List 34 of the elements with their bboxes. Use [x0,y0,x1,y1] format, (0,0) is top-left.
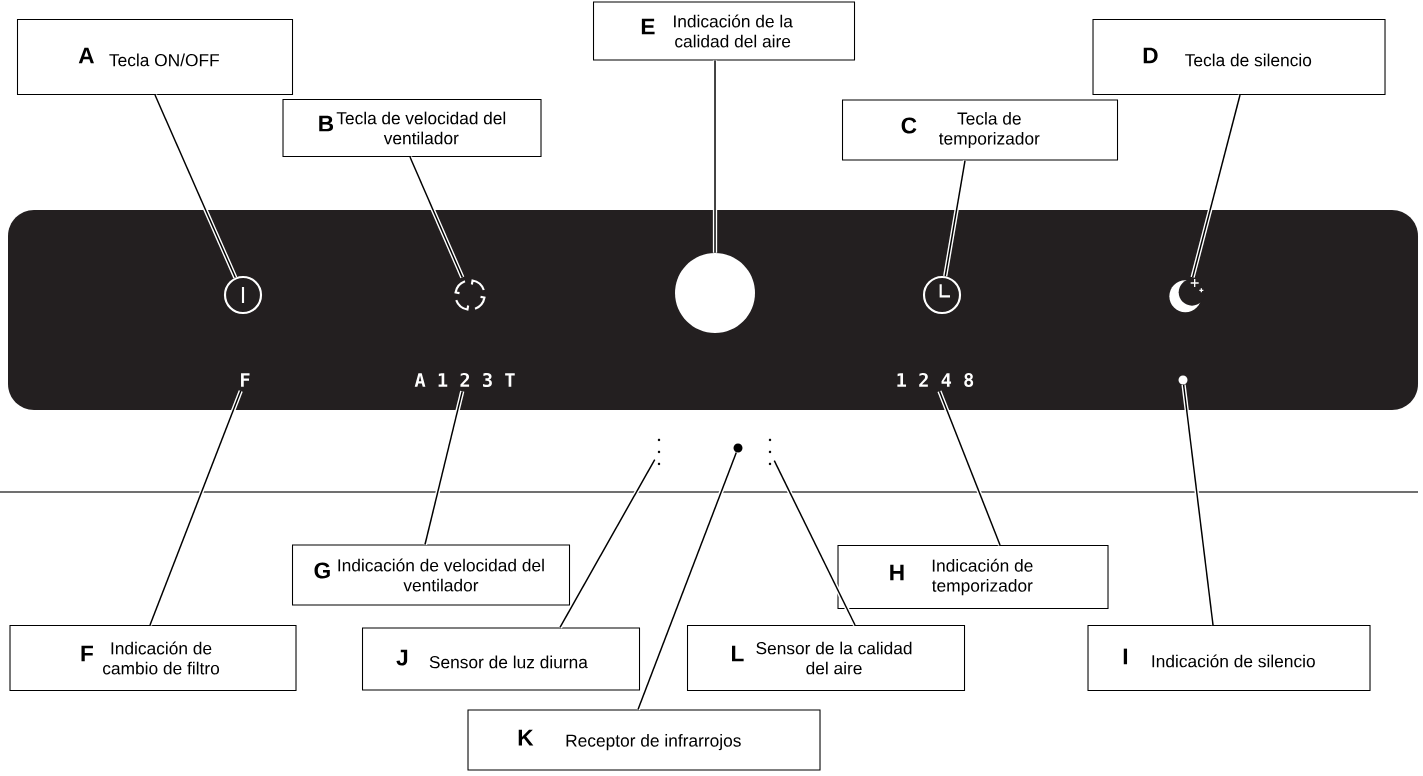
callout-box: H Indicación de temporizador [837,544,1109,610]
leader-line [772,459,857,626]
callout-box: C Tecla de temporizador [841,99,1119,161]
leader-line [636,451,739,711]
leader-line [558,458,657,629]
callout-box: A Tecla ON/OFF [16,18,294,96]
control-panel [8,210,1418,410]
leader-line [1181,384,1216,626]
air-quality-light [675,253,755,333]
callout-box: G Indicación de velocidad del ventilador [291,544,571,606]
power-icon [223,275,263,315]
callout-box: L Sensor de la calidad del aire [686,624,966,692]
sensor-dots [768,438,772,466]
callout-box: I Indicación de silencio [1087,624,1371,692]
callout-box: J Sensor de luz diurna [361,627,641,691]
callout-box: F Indicación de cambio de filtro [9,624,297,692]
sensor-dots [657,438,661,466]
leader-line [1190,94,1243,279]
leader-line [148,390,243,626]
leader-line [943,159,968,277]
leader-line [153,94,238,279]
clock-icon [922,275,962,315]
callout-box: D Tecla de silencio [1092,18,1386,96]
leader-line [712,59,718,254]
leader-line [937,390,1002,546]
segment-display: 1 2 4 8 [897,372,974,388]
callout-box: E Indicación de la calidad del aire [592,1,856,61]
callout-box: K Receptor de infrarrojos [467,709,821,771]
segment-display: F [241,373,250,387]
moon-icon [1169,278,1206,313]
leader-line [422,390,465,546]
fan-icon [454,279,486,311]
leader-line [408,156,465,279]
segment-display: A 1 2 3 T [414,372,515,388]
